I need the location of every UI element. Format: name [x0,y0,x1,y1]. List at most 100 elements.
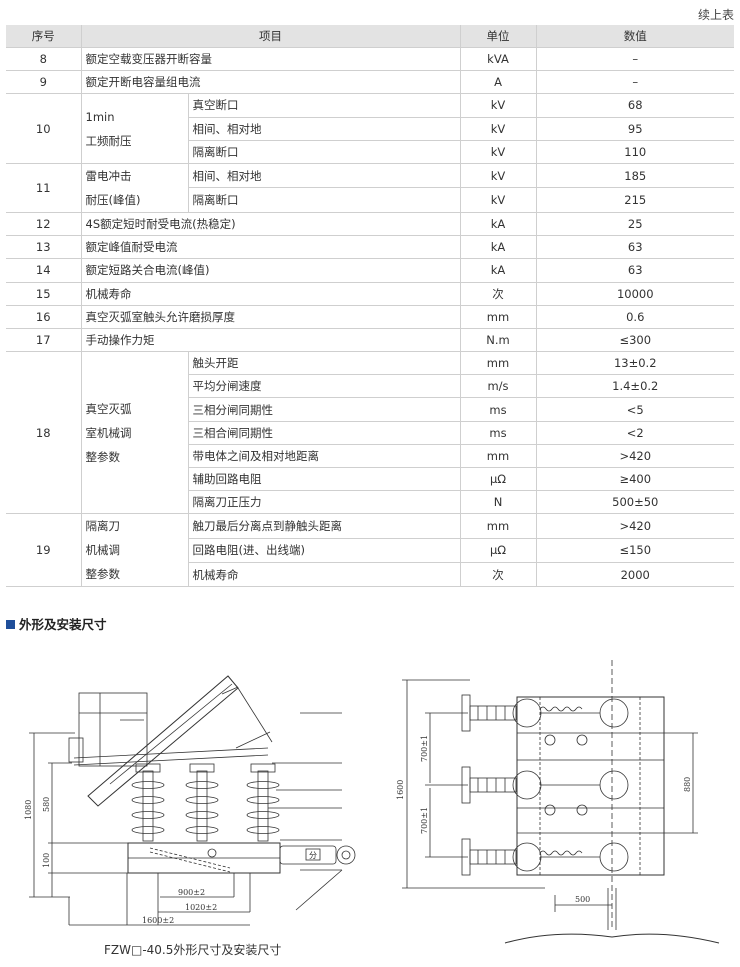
table-row: 隔离断口 kV 215 [6,187,734,213]
row-unit: A [460,70,537,95]
row-unit: N.m [460,328,537,353]
row-item: 额定峰值耐受电流 [81,235,461,260]
row-value: 1.4±0.2 [536,374,734,399]
row-subitem: 隔离刀正压力 [188,490,461,515]
dim-500: 500 [575,895,590,904]
row-no: 10 [6,93,82,164]
group-line: 室机械调 [85,425,132,440]
row-value: – [536,47,734,72]
table-row: 平均分闸速度 m/s 1.4±0.2 [6,374,734,399]
dim-1080: 1080 [24,800,33,820]
table-row: 16 真空灭弧室触头允许磨损厚度 mm 0.6 [6,305,734,329]
row-no: 8 [6,47,82,72]
row-unit: mm [460,351,537,376]
row-value: 110 [536,140,734,164]
section-square-icon [6,620,15,629]
row-value: 0.6 [536,305,734,329]
row-item: 真空灭弧室触头允许磨损厚度 [81,305,461,329]
dim-100: 100 [42,853,51,868]
row-unit: 次 [460,562,537,588]
row-item: 4S额定短时耐受电流(热稳定) [81,212,461,237]
row-no: 13 [6,235,82,260]
phase-middle [461,766,629,816]
row-value: 25 [536,212,734,237]
row-no: 9 [6,70,82,95]
group-line: 1min [85,109,115,124]
side-view-drawing: 分 1080 580 100 900±2 1020±2 1600±2 [24,675,356,926]
spec-table: 序号 项目 单位 数值 8 额定空载变压器开断容量 kVA – 9 额定开断电容… [6,25,734,588]
dim-580: 580 [42,797,51,812]
row-unit: kV [460,117,537,141]
row-no: 16 [6,305,82,329]
row-group: 真空灭弧 室机械调 整参数 [81,351,189,515]
table-row: 9 额定开断电容量组电流 A – [6,70,734,95]
row-value: <2 [536,421,734,445]
table-row: 三相分闸同期性 ms <5 [6,397,734,422]
table-row: 8 额定空载变压器开断容量 kVA – [6,47,734,72]
row-subitem: 机械寿命 [188,562,461,588]
insulator-3 [246,763,280,842]
row-unit: μΩ [460,538,537,564]
row-subitem: 平均分闸速度 [188,374,461,399]
group-line: 整参数 [85,449,121,464]
row-item: 额定短路关合电流(峰值) [81,258,461,283]
phase-bottom [461,838,629,876]
table-row: 11 雷电冲击 耐压(峰值) 相间、相对地 kV 185 [6,163,734,213]
row-value: >420 [536,444,734,469]
row-no: 17 [6,328,82,353]
row-unit: kA [460,212,537,237]
table-row: 10 1min 工频耐压 真空断口 kV 68 [6,93,734,164]
row-item: 额定空载变压器开断容量 [81,47,461,72]
dim-1600: 1600±2 [142,916,174,925]
table-header-row: 序号 项目 单位 数值 [6,25,734,48]
row-value: ≥400 [536,467,734,492]
phase-top [461,694,629,746]
dim-900: 900±2 [178,888,205,897]
row-value: ≤300 [536,328,734,353]
row-subitem: 触头开距 [188,351,461,376]
table-row: 辅助回路电阻 μΩ ≥400 [6,467,734,492]
row-subitem: 隔离断口 [188,187,461,213]
row-value: >420 [536,513,734,539]
row-value: 10000 [536,282,734,306]
table-row: 14 额定短路关合电流(峰值) kA 63 [6,258,734,283]
group-line: 整参数 [85,567,121,582]
row-subitem: 触刀最后分离点到静触头距离 [188,513,461,539]
group-line: 工频耐压 [85,133,132,148]
row-group: 隔离刀 机械调 整参数 [81,513,189,588]
table-row: 机械寿命 次 2000 [6,562,734,588]
row-value: <5 [536,397,734,422]
row-subitem: 回路电阻(进、出线端) [188,538,461,564]
header-unit: 单位 [460,25,537,48]
row-no: 18 [6,351,82,515]
row-no: 14 [6,258,82,283]
table-row: 隔离断口 kV 110 [6,140,734,164]
row-value: 63 [536,235,734,260]
front-view-drawing: 1600 700±1 700±1 880 500 [396,660,720,944]
row-value: 68 [536,93,734,118]
row-subitem: 真空断口 [188,93,461,118]
row-no: 19 [6,513,82,588]
row-unit: 次 [460,282,537,306]
row-value: – [536,70,734,95]
row-unit: kV [460,187,537,213]
row-no: 12 [6,212,82,237]
drawing-caption: FZW□-40.5外形尺寸及安装尺寸 [104,943,282,957]
row-item: 机械寿命 [81,282,461,306]
dim-1600-vertical: 1600 [396,780,405,800]
table-row: 17 手动操作力矩 N.m ≤300 [6,328,734,353]
group-line: 机械调 [85,543,121,558]
row-subitem: 相间、相对地 [188,117,461,141]
row-no: 11 [6,163,82,213]
row-item: 额定开断电容量组电流 [81,70,461,95]
row-subitem: 辅助回路电阻 [188,467,461,492]
section-title: 外形及安装尺寸 [6,614,107,633]
row-value: 215 [536,187,734,213]
table-row: 12 4S额定短时耐受电流(热稳定) kA 25 [6,212,734,237]
insulator-2 [185,763,219,842]
row-unit: kA [460,258,537,283]
table-row: 带电体之间及相对地距离 mm >420 [6,444,734,469]
row-no: 15 [6,282,82,306]
table-row: 15 机械寿命 次 10000 [6,282,734,306]
